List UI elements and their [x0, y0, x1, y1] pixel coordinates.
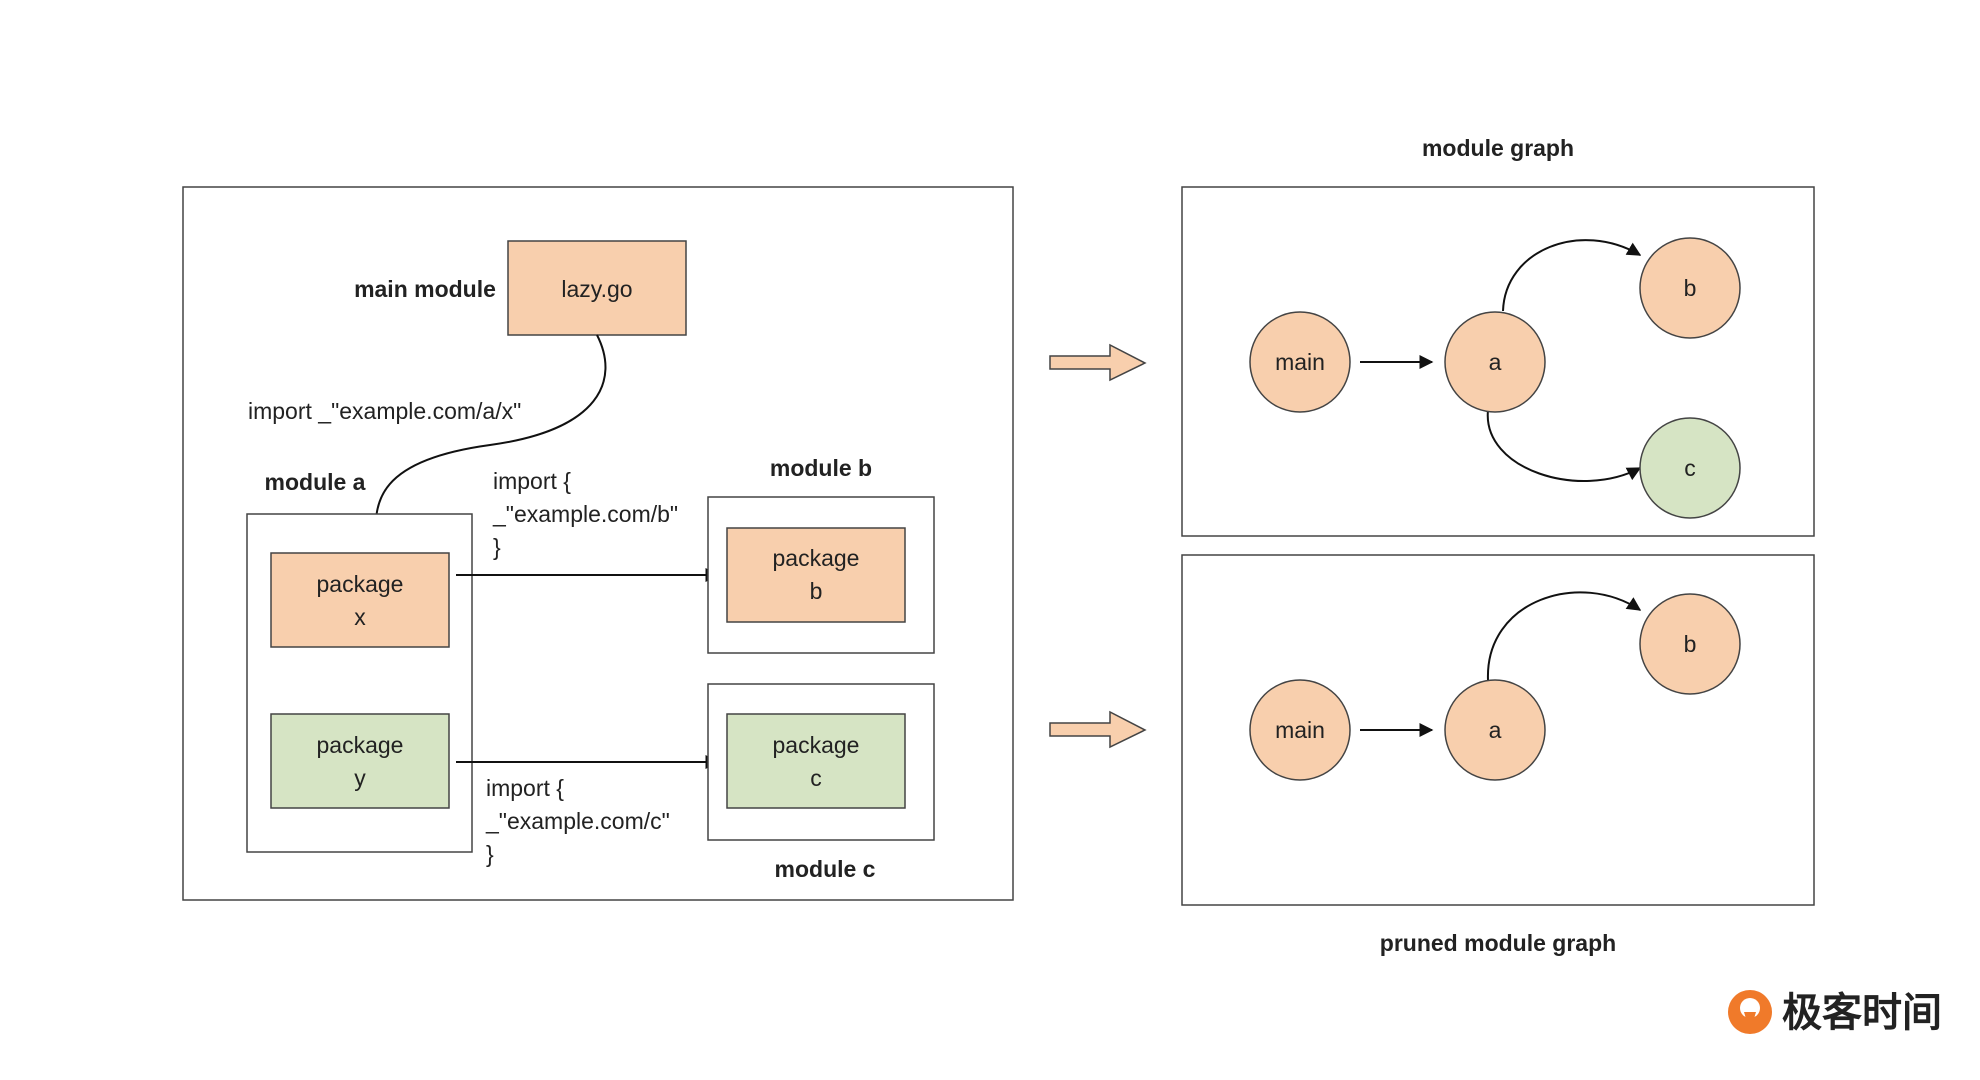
package-c-label-1: package [773, 732, 860, 758]
geektime-logo-text: 极客时间 [1782, 991, 1942, 1035]
node-b-top [1639, 237, 1741, 339]
import-b-line-3: } [493, 534, 501, 560]
node-c-top [1639, 417, 1741, 519]
pruned-graph-title: pruned module graph [1380, 930, 1616, 956]
import-a-label: import _"example.com/a/x" [248, 398, 521, 424]
package-y-label-2: y [354, 765, 366, 791]
node-c-top-label: c [1684, 455, 1696, 481]
package-x-label-2: x [354, 604, 366, 630]
import-c-line-3: } [486, 841, 494, 867]
import-b-line-1: import { [493, 468, 571, 494]
block-arrow-top [1049, 343, 1147, 382]
lazy-go-label: lazy.go [561, 276, 632, 302]
node-main-bottom [1249, 679, 1351, 781]
lazy-go-box [507, 240, 687, 336]
import-a-arrow [369, 334, 607, 550]
module-b-label: module b [770, 455, 872, 481]
main-module-label: main module [354, 276, 496, 302]
package-y-box [270, 713, 450, 809]
package-y-label-1: package [317, 732, 404, 758]
node-main-top-label: main [1275, 349, 1325, 375]
package-x-label-1: package [317, 571, 404, 597]
node-a-top-label: a [1489, 349, 1502, 375]
geektime-logo: 极客时间 [1728, 990, 1942, 1035]
package-b-label-1: package [773, 545, 860, 571]
module-c-label: module c [775, 856, 876, 882]
package-c-label-2: c [810, 765, 822, 791]
node-b-top-label: b [1684, 275, 1697, 301]
edge-a-b-top [1502, 239, 1642, 312]
package-b-label-2: b [810, 578, 823, 604]
module-a-label: module a [265, 469, 366, 495]
node-main-top [1249, 311, 1351, 413]
node-b-bottom [1639, 593, 1741, 695]
node-a-bottom-label: a [1489, 717, 1502, 743]
node-a-bottom [1444, 679, 1546, 781]
import-b-line-2: _"example.com/b" [492, 501, 678, 527]
block-arrow-bottom [1049, 710, 1147, 749]
package-x-box [270, 552, 450, 648]
node-b-bottom-label: b [1684, 631, 1697, 657]
import-c-line-1: import { [486, 775, 564, 801]
module-graph-title: module graph [1422, 135, 1574, 161]
package-b-box [726, 527, 906, 623]
package-c-box [726, 713, 906, 809]
edge-a-b-bottom [1486, 591, 1642, 681]
import-c-line-2: _"example.com/c" [485, 808, 670, 834]
node-a-top [1444, 311, 1546, 413]
edge-a-c-top [1486, 409, 1642, 482]
node-main-bottom-label: main [1275, 717, 1325, 743]
